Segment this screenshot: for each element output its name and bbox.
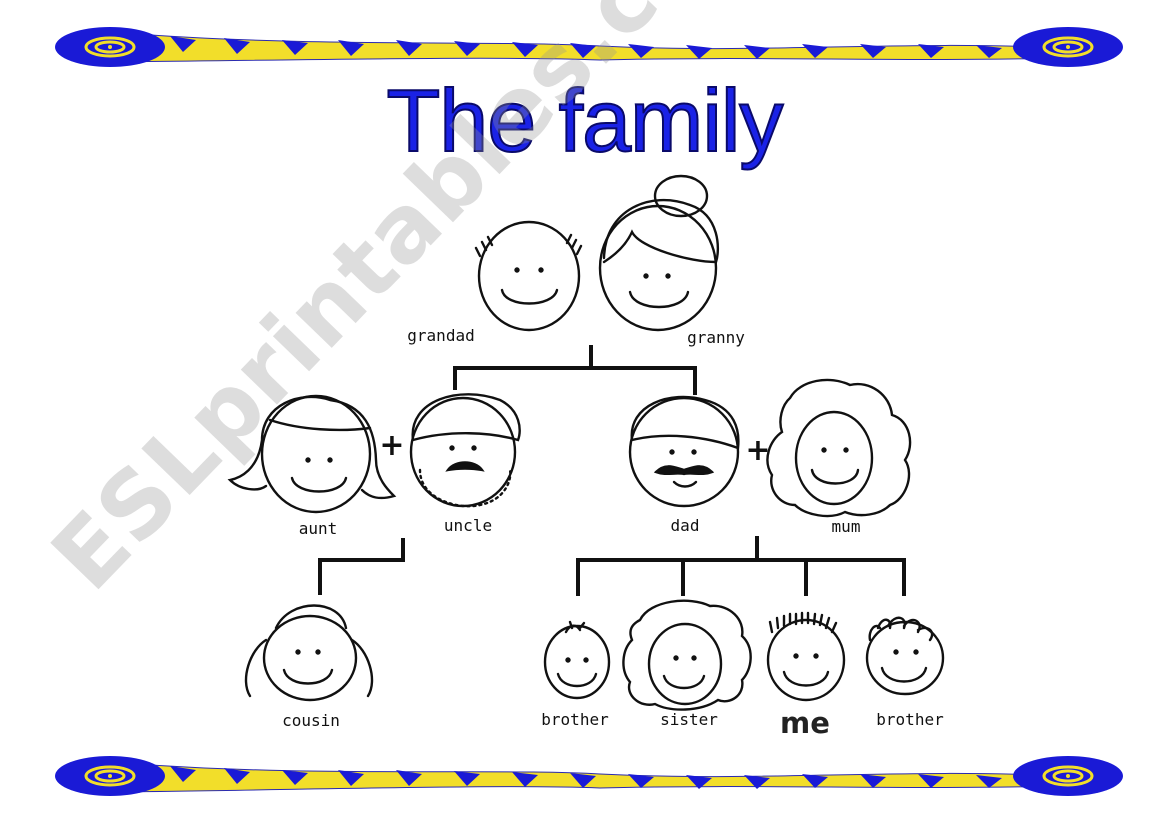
dad-face-icon [630,397,738,506]
label-dad: dad [671,516,700,535]
mum-face-icon [767,380,910,516]
sister-face-icon [623,601,750,710]
label-brother: brother [876,710,943,729]
spiral-icon [55,756,165,796]
granny-face-icon [600,176,718,330]
label-me: me [780,706,830,740]
me-face-icon [768,613,844,700]
cousin-face-icon [246,606,372,701]
spiral-icon [1013,27,1123,67]
grandad-face-icon [476,222,581,330]
label-grandad: grandad [407,326,474,345]
label-granny: granny [687,328,745,347]
brother-face-icon [545,622,609,698]
label-brother: brother [541,710,608,729]
brother-face-icon [867,618,943,694]
label-cousin: cousin [282,711,340,730]
tree-connectors [318,345,906,596]
plus-sign: + [379,428,404,463]
uncle-face-icon [411,394,520,506]
label-uncle: uncle [444,516,492,535]
spiral-icon [55,27,165,67]
label-sister: sister [660,710,718,729]
bottom-border [55,756,1123,796]
label-aunt: aunt [299,519,338,538]
spiral-icon [1013,756,1123,796]
label-mum: mum [832,517,861,536]
